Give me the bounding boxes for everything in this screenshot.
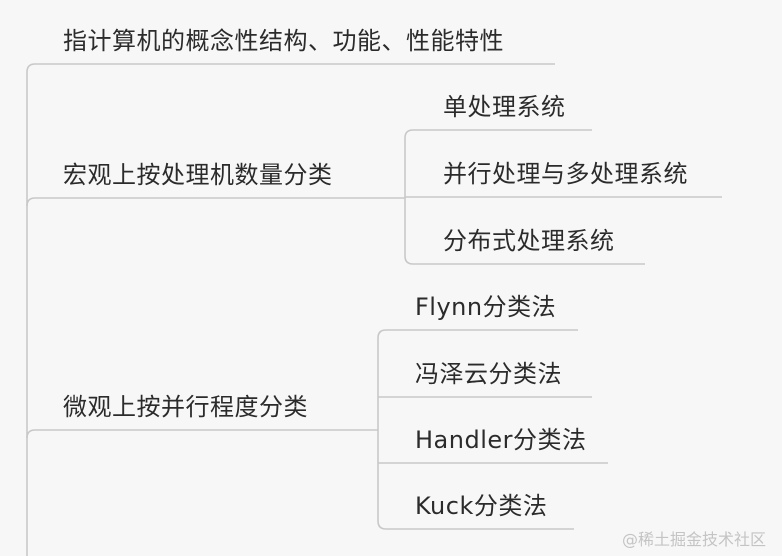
watermark-text: @稀土掘金技术社区 bbox=[621, 530, 766, 549]
node-distributed-processing[interactable]: 分布式处理系统 bbox=[443, 227, 615, 255]
node-single-processing[interactable]: 单处理系统 bbox=[443, 93, 566, 121]
branch-line-3 bbox=[26, 429, 378, 439]
node-parallel-multi-processing[interactable]: 并行处理与多处理系统 bbox=[443, 160, 688, 188]
sub-line-2c bbox=[404, 198, 645, 265]
trunk-line bbox=[26, 63, 555, 556]
sub-line-3d bbox=[377, 430, 574, 530]
node-macro-classification[interactable]: 宏观上按处理机数量分类 bbox=[63, 161, 333, 189]
sub-trunk-3 bbox=[377, 329, 578, 430]
branch-line-2 bbox=[26, 197, 405, 207]
node-feng[interactable]: 冯泽云分类法 bbox=[415, 360, 562, 388]
node-kuck[interactable]: Kuck分类法 bbox=[415, 492, 548, 520]
node-architecture-definition[interactable]: 指计算机的概念性结构、功能、性能特性 bbox=[63, 27, 504, 55]
node-flynn[interactable]: Flynn分类法 bbox=[415, 293, 557, 321]
sub-trunk-2 bbox=[404, 129, 592, 198]
node-handler[interactable]: Handler分类法 bbox=[415, 426, 587, 454]
node-micro-classification[interactable]: 微观上按并行程度分类 bbox=[63, 393, 308, 421]
